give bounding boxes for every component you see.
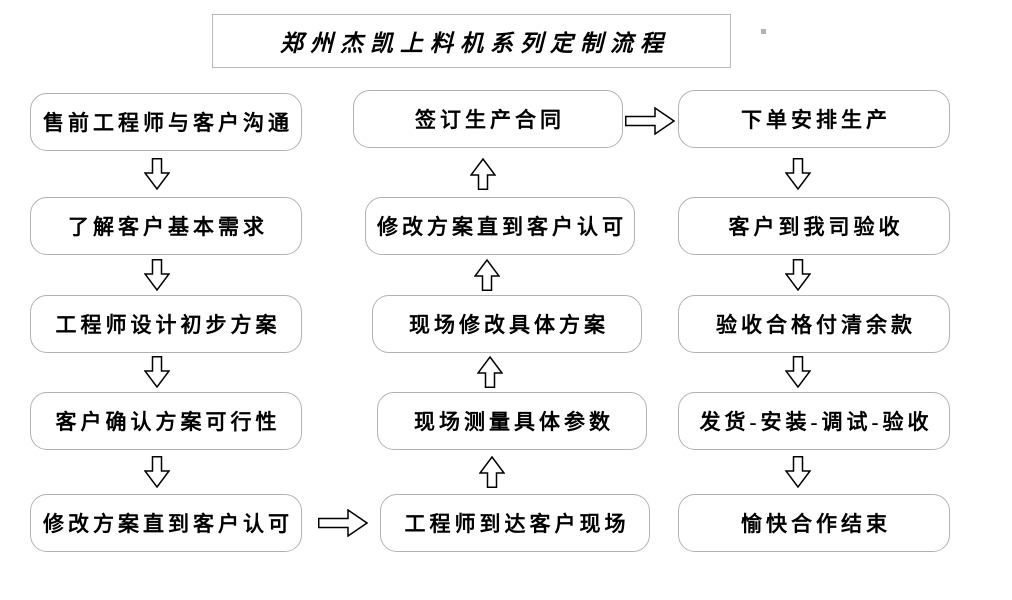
flow-step-place-order: 下单安排生产 — [678, 90, 950, 148]
flowchart-title: 郑州杰凯上料机系列定制流程 — [280, 31, 670, 56]
up-arrow-icon — [479, 456, 505, 488]
down-arrow-icon — [785, 158, 811, 190]
up-arrow-icon — [477, 356, 503, 388]
flow-step-pay-remaining-balance: 验收合格付清余款 — [678, 295, 950, 353]
flow-step-ship-install-debug: 发货-安装-调试-验收 — [678, 392, 950, 450]
flow-step-sign-contract: 签订生产合同 — [353, 90, 623, 148]
flow-step-onsite-modify-plan: 现场修改具体方案 — [372, 295, 642, 353]
down-arrow-icon — [144, 456, 170, 488]
flow-step-initial-design: 工程师设计初步方案 — [30, 295, 302, 353]
flowchart-title-box: 郑州杰凯上料机系列定制流程 — [212, 14, 731, 68]
down-arrow-icon — [144, 158, 170, 190]
up-arrow-icon — [470, 158, 496, 190]
flow-step-confirm-feasibility: 客户确认方案可行性 — [30, 392, 302, 450]
right-arrow-icon — [318, 509, 368, 537]
stray-anchor-artifact — [761, 29, 766, 34]
flow-step-understand-needs: 了解客户基本需求 — [30, 197, 302, 255]
down-arrow-icon — [785, 356, 811, 388]
down-arrow-icon — [144, 259, 170, 291]
flow-step-customer-acceptance: 客户到我司验收 — [678, 197, 950, 255]
flow-step-engineer-arrives-site: 工程师到达客户现场 — [380, 494, 650, 552]
flow-step-cooperation-complete: 愉快合作结束 — [678, 494, 950, 552]
down-arrow-icon — [144, 356, 170, 388]
flow-step-presales-communication: 售前工程师与客户沟通 — [30, 93, 302, 151]
right-arrow-icon — [625, 107, 675, 135]
flow-step-revise-until-approved: 修改方案直到客户认可 — [30, 494, 302, 552]
up-arrow-icon — [474, 259, 500, 291]
flow-step-onsite-measure-parameters: 现场测量具体参数 — [377, 392, 647, 450]
flow-step-onsite-revise-until-approved: 修改方案直到客户认可 — [365, 197, 635, 255]
down-arrow-icon — [785, 259, 811, 291]
down-arrow-icon — [785, 456, 811, 488]
